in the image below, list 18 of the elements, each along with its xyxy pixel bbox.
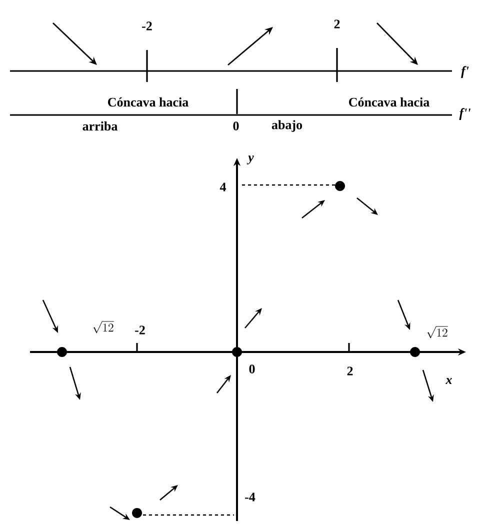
axis-label: x xyxy=(446,378,452,384)
axis-label: $\sqrt{12}$ xyxy=(93,321,114,334)
tick-label: 0 xyxy=(233,122,239,130)
tick-label: -2 xyxy=(142,22,152,30)
interval-label: abajo xyxy=(272,120,302,132)
axis-label: $\sqrt{12}$ xyxy=(427,326,448,338)
tick-label: 2 xyxy=(347,366,353,376)
interval-label: arriba xyxy=(82,121,118,131)
interval-label: Cóncava hacia xyxy=(108,97,188,107)
axis-label: f' xyxy=(461,66,469,78)
tick-label: 0 xyxy=(249,364,255,374)
tick-label: -2 xyxy=(135,326,145,334)
tick-label: 4 xyxy=(220,182,226,192)
axis-label: f'' xyxy=(459,108,471,120)
interval-label: Cóncava hacia xyxy=(349,97,430,107)
axis-label: y xyxy=(246,156,254,164)
tick-label: -4 xyxy=(245,492,256,502)
tick-label: 2 xyxy=(334,20,340,28)
